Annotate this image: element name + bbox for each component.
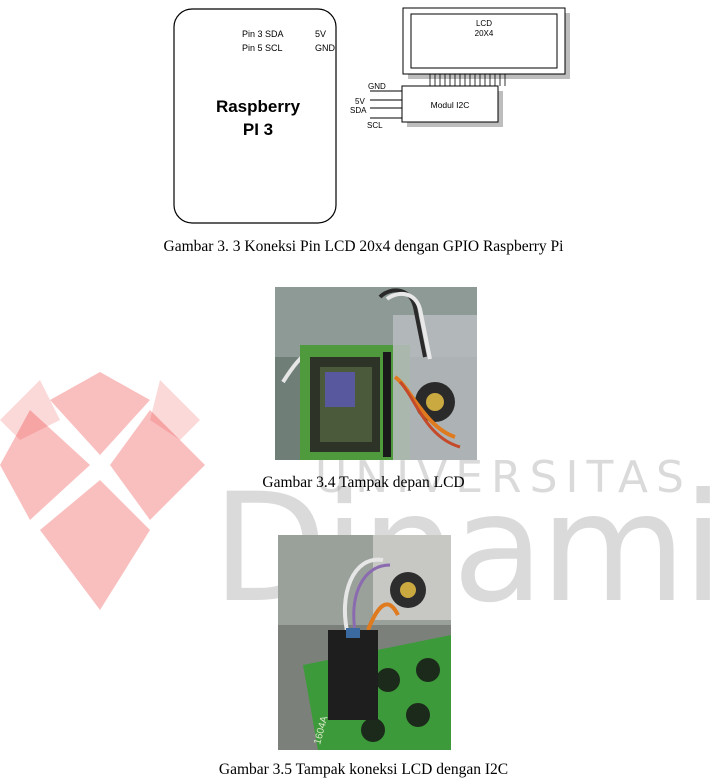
rpi-gnd-label: GND bbox=[315, 43, 336, 53]
lcd-i2c-connection-photo: 1604A bbox=[278, 535, 451, 750]
lcd-front-photo-illustration bbox=[275, 287, 477, 460]
lcd-label-line1: LCD bbox=[476, 19, 492, 28]
rpi-title-line2: PI 3 bbox=[243, 120, 273, 139]
i2c-scl-label: SCL bbox=[367, 121, 383, 130]
figure-caption-3-3: Gambar 3. 3 Koneksi Pin LCD 20x4 dengan … bbox=[0, 238, 727, 256]
rpi-pin-sda-label: Pin 3 SDA bbox=[242, 29, 284, 39]
i2c-side-pins bbox=[370, 91, 402, 118]
rpi-5v-label: 5V bbox=[315, 29, 326, 39]
rpi-pin-scl-label: Pin 5 SCL bbox=[242, 43, 283, 53]
i2c-5v-label: 5V bbox=[355, 97, 365, 106]
lcd-i2c-photo-illustration: 1604A bbox=[278, 535, 451, 750]
i2c-gnd-label: GND bbox=[368, 82, 386, 91]
i2c-module-label: Modul I2C bbox=[431, 100, 470, 110]
figure-caption-3-5: Gambar 3.5 Tampak koneksi LCD dengan I2C bbox=[0, 761, 727, 779]
rpi-title-line1: Raspberry bbox=[216, 97, 301, 116]
raspberry-pi-box bbox=[174, 9, 336, 223]
lcd-label-line2: 20X4 bbox=[475, 29, 494, 38]
i2c-sda-label: SDA bbox=[350, 106, 367, 115]
lcd-front-photo bbox=[275, 287, 477, 460]
figure-caption-3-4: Gambar 3.4 Tampak depan LCD bbox=[0, 474, 727, 492]
connection-diagram: Pin 3 SDA Pin 5 SCL 5V GND Raspberry PI … bbox=[170, 5, 575, 227]
